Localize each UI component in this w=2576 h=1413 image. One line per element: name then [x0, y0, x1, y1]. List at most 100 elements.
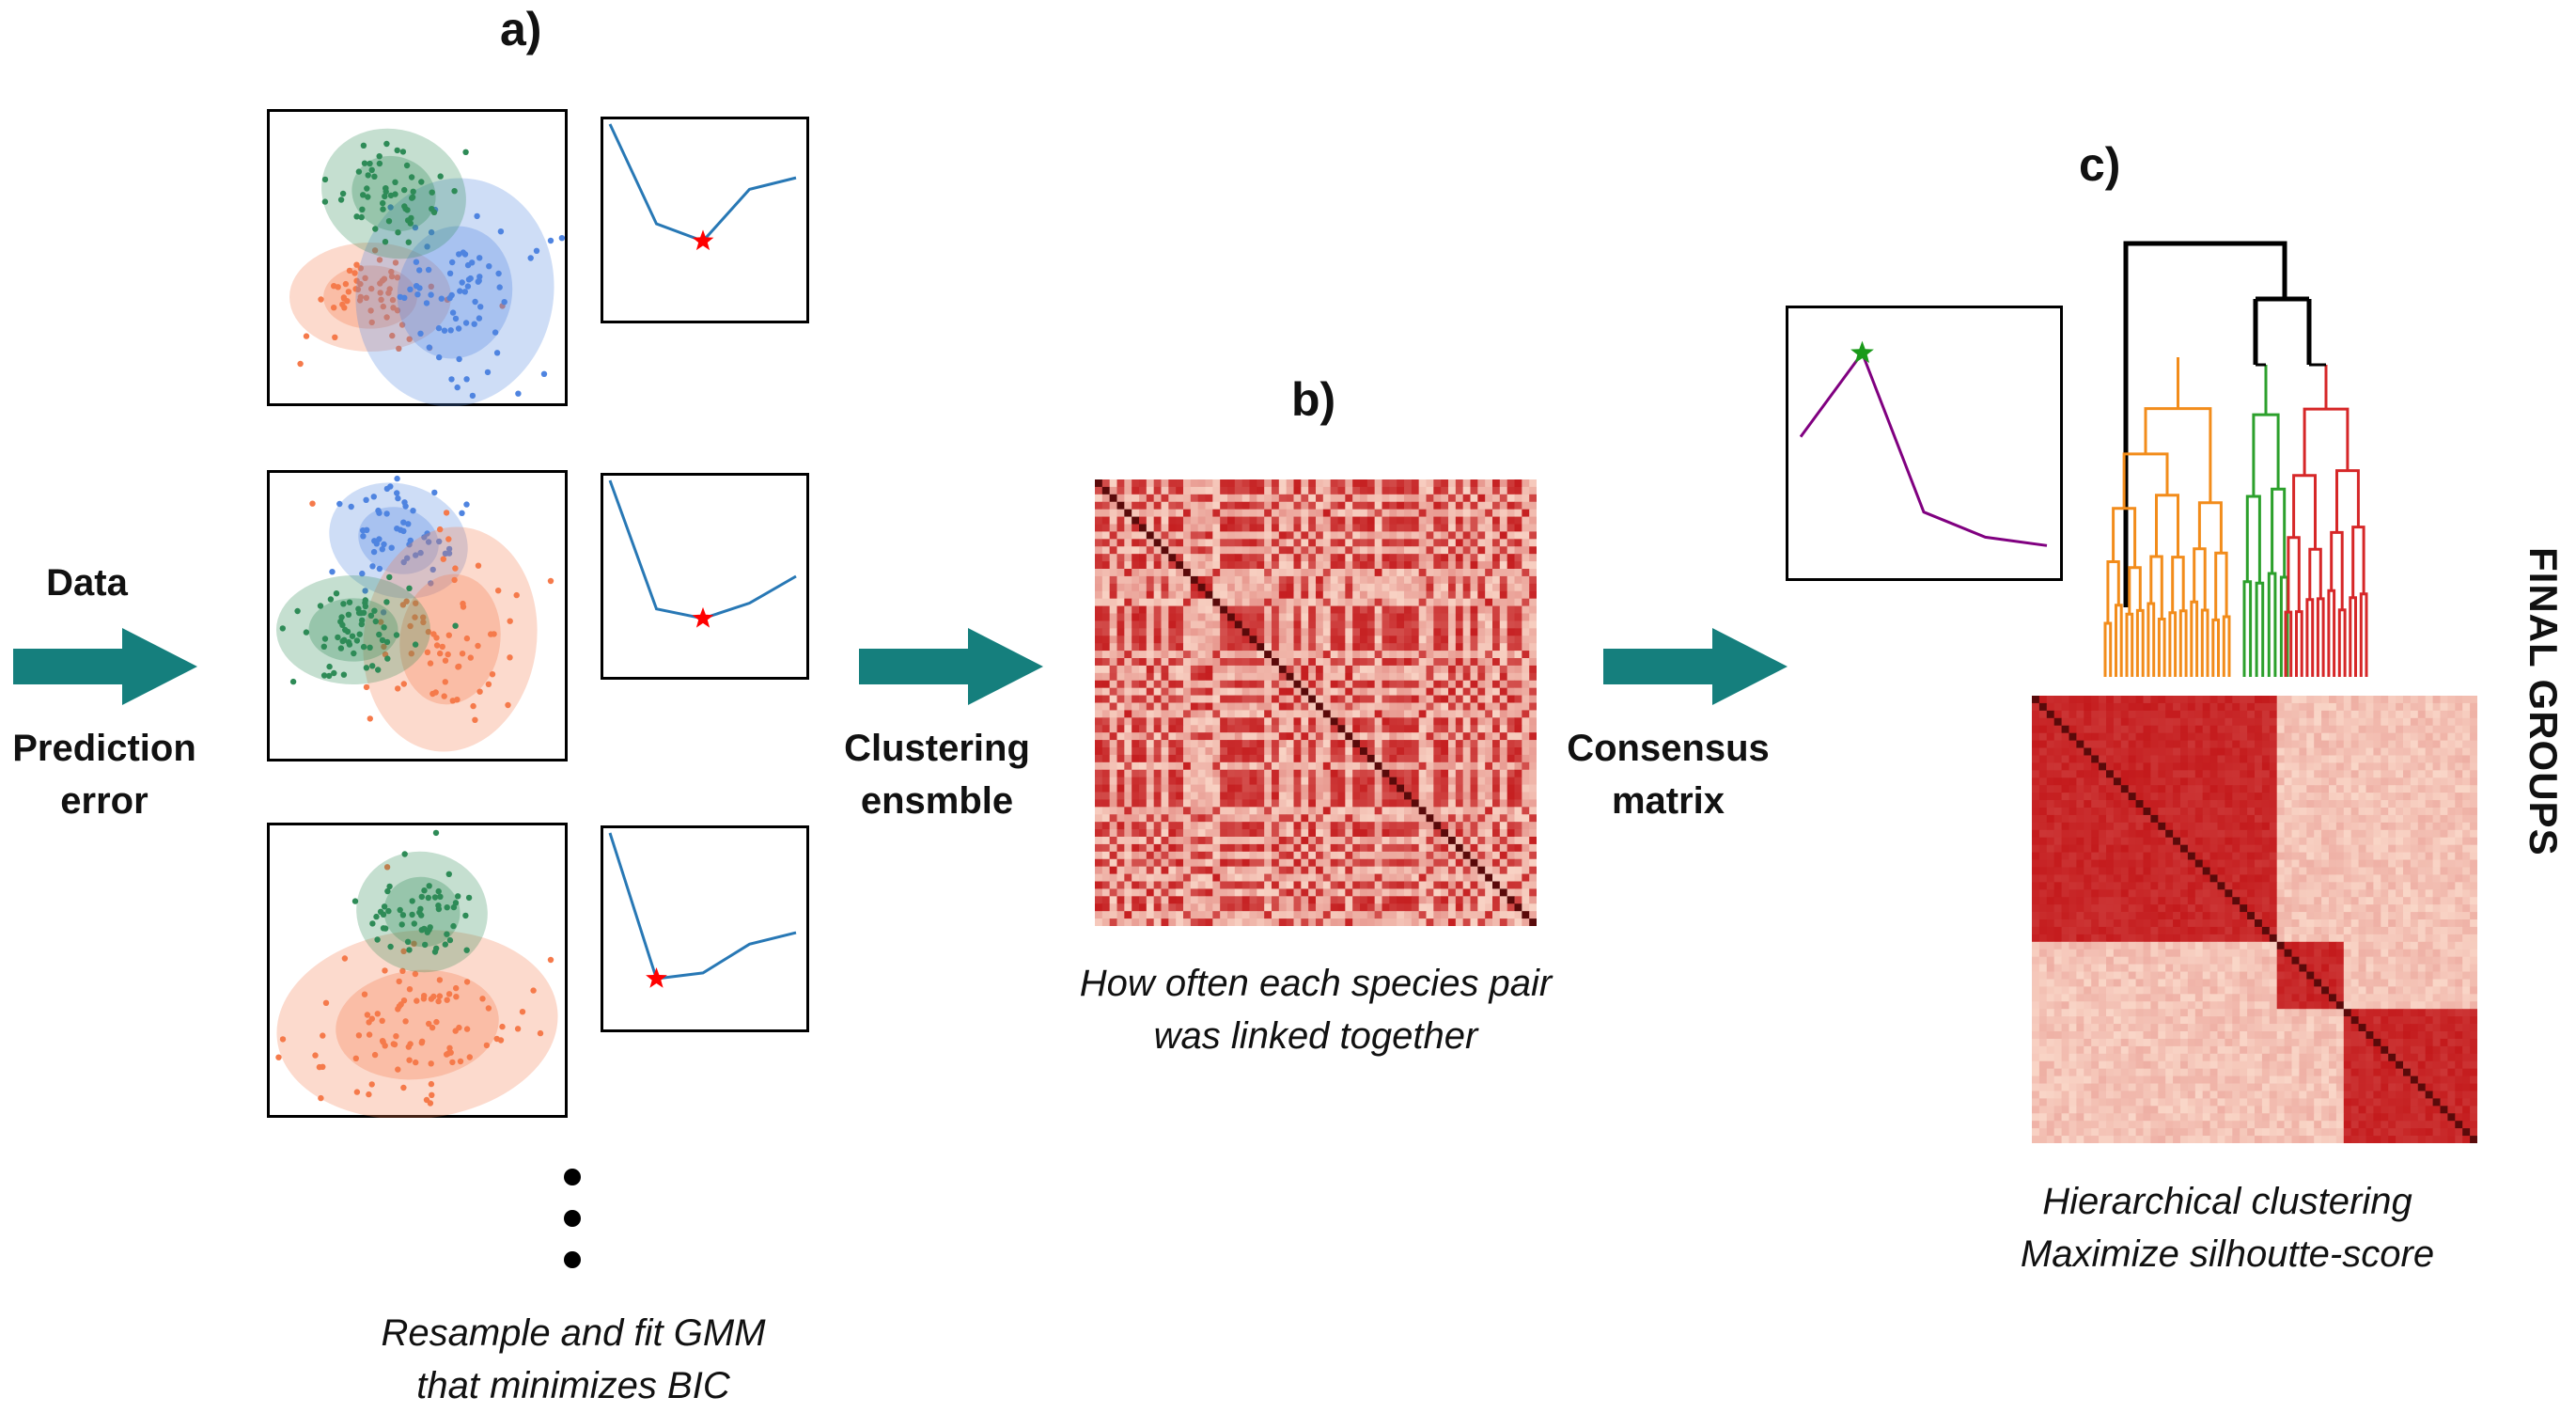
matrix-cell	[1374, 590, 1382, 600]
matrix-cell	[1227, 628, 1236, 636]
matrix-cell	[1168, 516, 1177, 525]
matrix-cell	[1161, 583, 1169, 592]
matrix-cell	[1176, 539, 1184, 547]
matrix-cell	[1455, 799, 1464, 808]
green-cluster-point	[397, 906, 403, 914]
matrix-cell	[1477, 613, 1486, 621]
matrix-cell	[1470, 822, 1478, 830]
matrix-cell	[1234, 531, 1243, 540]
consensus-cell	[2084, 696, 2092, 704]
consensus-cell	[2046, 710, 2055, 719]
matrix-cell	[1418, 747, 1427, 756]
consensus-cell	[2299, 725, 2307, 734]
matrix-cell	[1286, 725, 1294, 733]
consensus-cell	[2069, 777, 2077, 786]
matrix-cell	[1176, 569, 1184, 577]
matrix-cell	[1470, 658, 1478, 667]
matrix-cell	[1205, 665, 1213, 674]
matrix-cell	[1220, 554, 1228, 562]
consensus-cell	[2329, 732, 2337, 741]
consensus-cell	[2076, 740, 2084, 748]
matrix-cell	[1382, 851, 1390, 860]
consensus-cell	[2061, 755, 2069, 763]
matrix-cell	[1477, 851, 1486, 860]
matrix-cell	[1286, 651, 1294, 659]
matrix-cell	[1360, 479, 1368, 488]
orange-cluster-point	[381, 643, 387, 651]
matrix-cell	[1153, 509, 1162, 517]
blue-cluster-point	[376, 536, 382, 542]
matrix-cell	[1308, 807, 1317, 815]
matrix-cell	[1470, 710, 1478, 718]
matrix-cell	[1433, 829, 1442, 838]
matrix-cell	[1212, 754, 1221, 763]
matrix-cell	[1470, 561, 1478, 570]
matrix-cell	[1168, 561, 1177, 570]
matrix-cell	[1095, 822, 1103, 830]
consensus-cell	[2038, 702, 2048, 712]
matrix-cell	[1301, 636, 1309, 644]
orange-cluster-point	[361, 991, 368, 997]
consensus-cell	[2396, 740, 2404, 748]
matrix-cell	[1411, 777, 1420, 785]
matrix-cell	[1529, 851, 1537, 860]
matrix-cell	[1529, 717, 1537, 726]
matrix-cell	[1397, 888, 1405, 897]
matrix-cell	[1190, 858, 1199, 868]
consensus-cell	[2335, 740, 2345, 748]
consensus-cell	[2225, 747, 2233, 756]
matrix-cell	[1116, 531, 1125, 540]
matrix-cell	[1337, 546, 1346, 555]
matrix-cell	[1183, 583, 1192, 592]
matrix-cell	[1441, 590, 1449, 600]
matrix-cell	[1146, 658, 1155, 667]
matrix-cell	[1234, 569, 1243, 577]
consensus-cell	[2403, 770, 2412, 778]
matrix-cell	[1345, 546, 1353, 555]
orange-cluster-point	[519, 1009, 526, 1015]
matrix-cell	[1397, 807, 1405, 815]
matrix-cell	[1264, 613, 1272, 621]
matrix-cell	[1477, 658, 1486, 667]
matrix-cell	[1441, 539, 1449, 547]
consensus-cell	[2158, 770, 2166, 778]
matrix-cell	[1264, 873, 1272, 882]
consensus-cell	[2247, 732, 2256, 741]
matrix-cell	[1220, 486, 1228, 495]
matrix-cell	[1499, 754, 1508, 763]
matrix-cell	[1293, 501, 1302, 510]
matrix-cell	[1366, 569, 1376, 577]
orange-cluster-point	[353, 277, 360, 284]
matrix-cell	[1322, 643, 1332, 652]
matrix-cell	[1374, 866, 1382, 874]
matrix-cell	[1278, 717, 1288, 726]
matrix-cell	[1462, 665, 1471, 674]
matrix-cell	[1264, 866, 1272, 874]
matrix-cell	[1492, 687, 1501, 696]
green-cluster-point	[421, 887, 428, 894]
matrix-cell	[1249, 494, 1257, 503]
matrix-cell	[1197, 858, 1206, 868]
green-cluster-point	[451, 188, 458, 195]
matrix-cell	[1316, 710, 1324, 718]
matrix-cell	[1176, 881, 1184, 889]
matrix-cell	[1337, 531, 1346, 540]
matrix-cell	[1337, 561, 1346, 570]
matrix-cell	[1529, 658, 1537, 667]
consensus-cell	[2158, 696, 2166, 704]
matrix-cell	[1477, 590, 1486, 600]
consensus-cell	[2417, 717, 2427, 727]
matrix-cell	[1101, 873, 1111, 882]
matrix-cell	[1522, 605, 1530, 614]
matrix-cell	[1146, 575, 1155, 585]
matrix-cell	[1426, 784, 1434, 793]
matrix-cell	[1286, 658, 1294, 667]
consensus-cell	[2440, 755, 2448, 763]
matrix-cell	[1095, 761, 1103, 771]
matrix-cell	[1301, 799, 1309, 808]
orange-cluster-point	[475, 642, 481, 650]
matrix-cell	[1485, 665, 1493, 674]
matrix-cell	[1337, 747, 1346, 756]
matrix-cell	[1360, 881, 1368, 889]
blue-cluster-point	[329, 569, 336, 575]
